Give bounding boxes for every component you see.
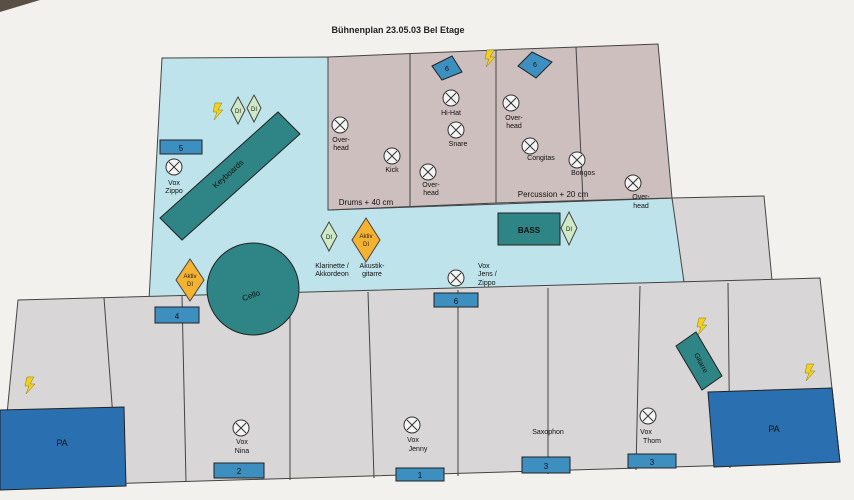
aktiv-di-box-1: Aktiv DI — [351, 217, 381, 263]
akustik-label-2: gitarre — [362, 271, 382, 278]
bongos-label: Bongos — [571, 170, 595, 177]
drums-zone-label: Drums + 40 cm — [339, 198, 394, 207]
monitor-5-label: 5 — [179, 144, 184, 153]
hihat-mic-icon — [442, 89, 460, 107]
bongos-mic-icon — [568, 151, 586, 169]
plan-title: Bühnenplan 23.05.03 Bel Etage — [331, 25, 464, 35]
snare-mic-icon — [447, 121, 465, 139]
pa-left-label: PA — [56, 438, 67, 448]
monitor-3a-label: 3 — [544, 462, 549, 471]
monitor-1-label: 1 — [418, 471, 423, 480]
kick-label: Kick — [385, 167, 399, 174]
monitor-3a: 3 — [521, 456, 571, 474]
klarinette-label-1: Klarinette / — [315, 263, 349, 270]
congitas-label: Congitas — [527, 155, 555, 162]
vox-jens-label-2: Jens / — [478, 271, 497, 278]
side-platform — [671, 195, 773, 283]
vox-thom-mic-icon — [639, 407, 657, 425]
vox-jens-mic-icon — [447, 269, 465, 287]
vox-jens-label-3: Zippo — [478, 280, 496, 287]
power-outlets — [24, 49, 816, 395]
di-box-3: DI — [320, 220, 338, 253]
overhead-4-mic-icon — [624, 174, 642, 192]
bass-label: BASS — [518, 226, 541, 235]
monitor-2: 2 — [213, 462, 265, 479]
pa-right: PA — [707, 387, 841, 468]
overhead-2-label-2: head — [423, 190, 439, 197]
vox-nina-label-2: Nina — [235, 448, 250, 455]
hihat-label: Hi-Hat — [441, 110, 461, 117]
akustik-label-1: Akustik- — [360, 263, 386, 270]
overhead-1-mic-icon — [331, 116, 349, 134]
vox-jenny-mic-icon — [403, 416, 421, 434]
aktiv-2-line2: DI — [187, 282, 193, 288]
vox-jenny-label-1: Vox — [407, 437, 419, 444]
monitor-6-drums: 6 — [431, 55, 463, 81]
monitor-7-label: 6 — [445, 66, 449, 73]
vox-zippo-label-1: Vox — [168, 180, 180, 187]
vox-nina-label-1: Vox — [236, 439, 248, 446]
congitas-mic-icon — [521, 137, 539, 155]
overhead-2-mic-icon — [419, 163, 437, 181]
drums-riser — [327, 49, 497, 211]
overhead-3-label-1: Over- — [505, 115, 523, 122]
monitor-4: 4 — [154, 306, 200, 324]
gitarre-instrument: Gitarre — [675, 331, 723, 391]
vox-thom-label-1: Vox — [640, 429, 652, 436]
monitor-6-front: 6 — [433, 292, 479, 308]
power-bolt-icon — [804, 363, 816, 382]
kick-mic-icon — [383, 147, 401, 165]
overhead-3-mic-icon — [502, 94, 520, 112]
di-1-label: DI — [235, 109, 241, 115]
bass-instrument: BASS — [497, 212, 561, 246]
vox-jenny-label-2: Jenny — [409, 446, 428, 453]
overhead-4-label-1: Over- — [632, 194, 650, 201]
percussion-zone-label: Percussion + 20 cm — [518, 190, 589, 199]
snare-label: Snare — [449, 141, 468, 148]
monitor-3b-label: 3 — [650, 458, 655, 467]
overhead-3-label-2: head — [506, 123, 522, 130]
klarinette-label-2: Akkordeon — [315, 271, 349, 278]
cello-instrument: Cello — [206, 242, 300, 336]
pa-left: PA — [0, 406, 127, 491]
pa-right-label: PA — [768, 424, 779, 434]
power-bolt-icon — [212, 102, 224, 121]
monitor-6-label: 6 — [454, 297, 459, 306]
aktiv-1-line2: DI — [363, 242, 369, 248]
power-bolt-icon — [484, 49, 496, 68]
percussion-divider — [575, 46, 584, 202]
aktiv-2-line1: Aktiv — [183, 274, 196, 280]
power-bolt-icon — [696, 317, 708, 336]
di-box-1: DI — [230, 95, 246, 126]
saxophon-label: Saxophon — [532, 429, 564, 436]
vox-zippo-label-2: Zippo — [165, 188, 183, 195]
vox-thom-label-2: Thom — [643, 438, 661, 445]
di-4-label: DI — [566, 227, 572, 233]
vox-jens-label-1: Vox — [478, 263, 490, 270]
monitor-6-percussion: 6 — [517, 51, 553, 79]
di-box-2: DI — [246, 93, 262, 124]
vox-nina-mic-icon — [232, 419, 250, 437]
overhead-1-label-1: Over- — [332, 137, 350, 144]
vox-zippo-mic-icon — [165, 158, 183, 176]
monitor-3b: 3 — [627, 453, 677, 469]
microphones — [165, 89, 657, 437]
overhead-1-label-2: head — [333, 145, 349, 152]
di-3-label: DI — [326, 235, 332, 241]
monitor-4-label: 4 — [175, 312, 180, 321]
monitor-2-label: 2 — [237, 467, 242, 476]
aktiv-di-box-2: Aktiv DI — [175, 258, 205, 302]
overhead-2-label-1: Over- — [422, 182, 440, 189]
di-2-label: DI — [251, 107, 257, 113]
monitor-5: 5 — [159, 139, 203, 155]
monitor-1: 1 — [395, 467, 445, 482]
overhead-4-label-2: head — [633, 203, 649, 210]
di-box-4: DI — [560, 210, 578, 247]
power-bolt-icon — [24, 376, 36, 395]
monitor-8-label: 6 — [533, 62, 537, 69]
aktiv-1-line1: Aktiv — [359, 234, 372, 240]
